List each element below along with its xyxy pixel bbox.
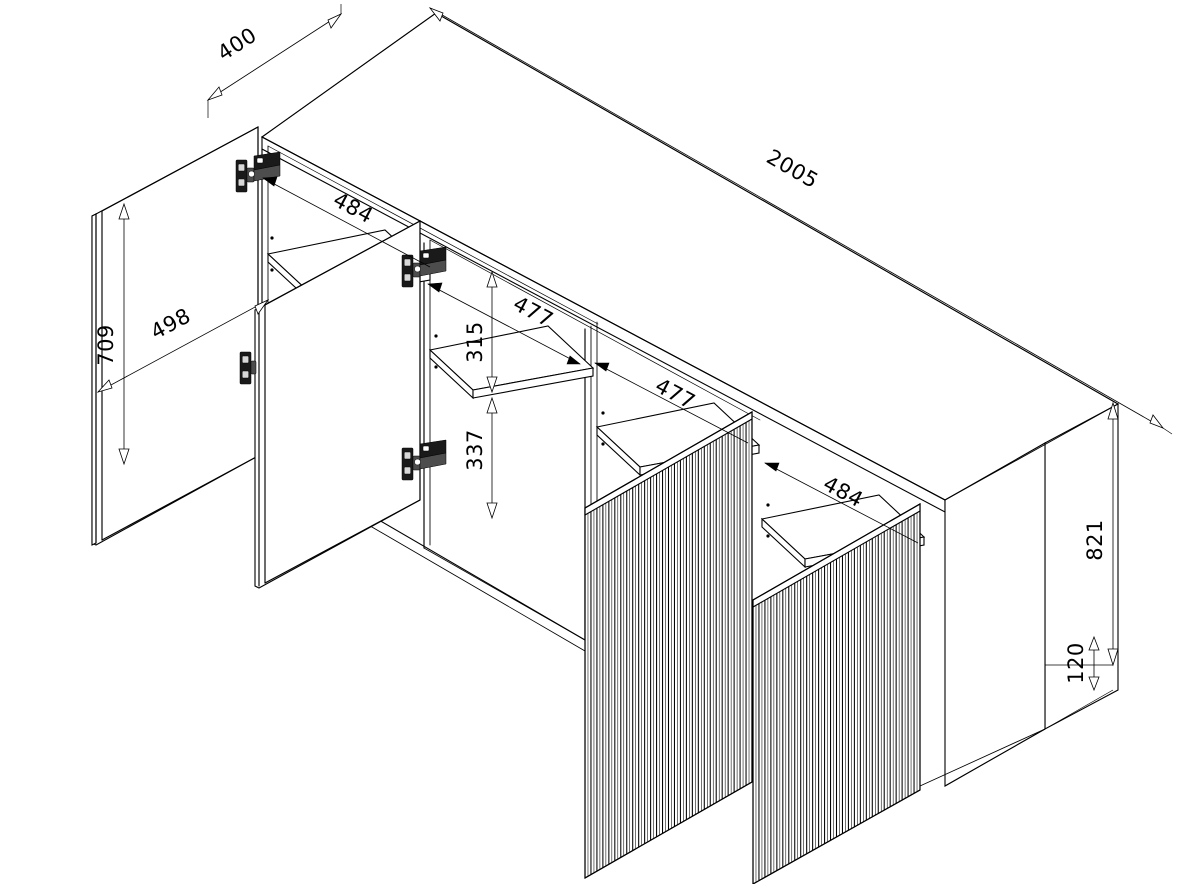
carcass-divider-left [423,239,431,549]
second-door-panel [254,220,421,589]
carcass [260,12,1120,787]
dim-400-label: 400 [213,23,261,66]
hinge-top-centre [401,246,447,288]
dim-709-label: 709 [94,324,118,366]
dimension-compartment-top: 315 [463,270,498,394]
dimension-door-height-left: 709 [94,202,130,466]
dim-315-label: 315 [463,321,487,363]
fluted-door-right [752,503,921,884]
dimension-compartment-bottom: 337 [463,396,498,520]
shelf-middle [428,325,595,400]
dimension-total-height: 821 [1044,401,1119,730]
hinge-mid-centre [401,439,447,481]
hinge-group [235,151,447,481]
dimension-plinth-height: 120 [1045,635,1113,692]
hinge-top-left [235,151,281,193]
fluted-door-left [584,411,753,879]
dim-337-label: 337 [463,429,487,471]
hinge-mid-left [239,351,257,385]
dim-2005-label: 2005 [762,145,822,194]
dim-120-label: 120 [1064,642,1088,684]
fluted-door-right-ribs [753,504,920,884]
fluted-door-left-ribs [585,412,752,878]
side-panel-right [944,403,1119,787]
dim-821-label: 821 [1083,519,1107,561]
